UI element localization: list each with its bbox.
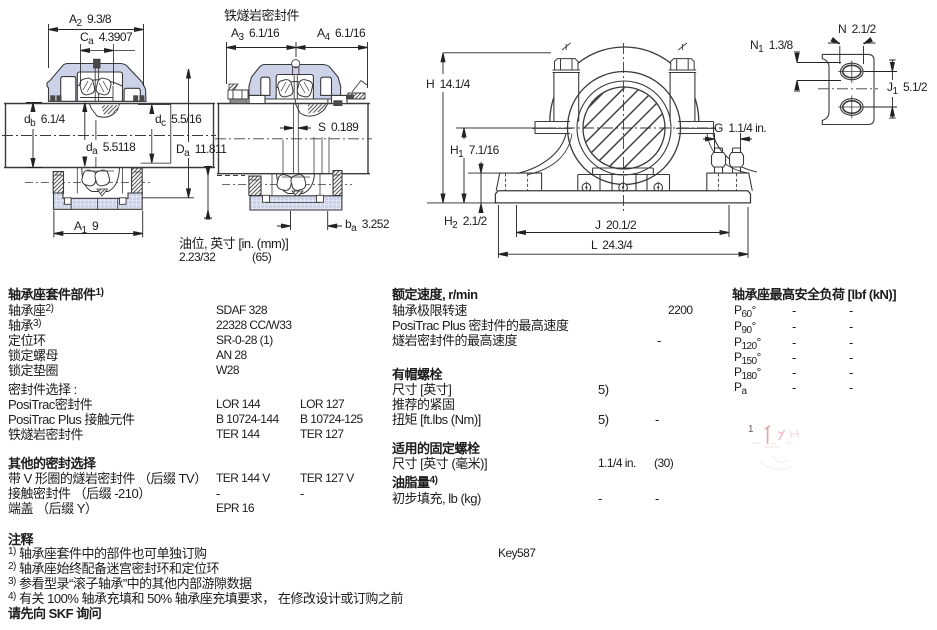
svg-text:1: 1: [748, 424, 754, 435]
